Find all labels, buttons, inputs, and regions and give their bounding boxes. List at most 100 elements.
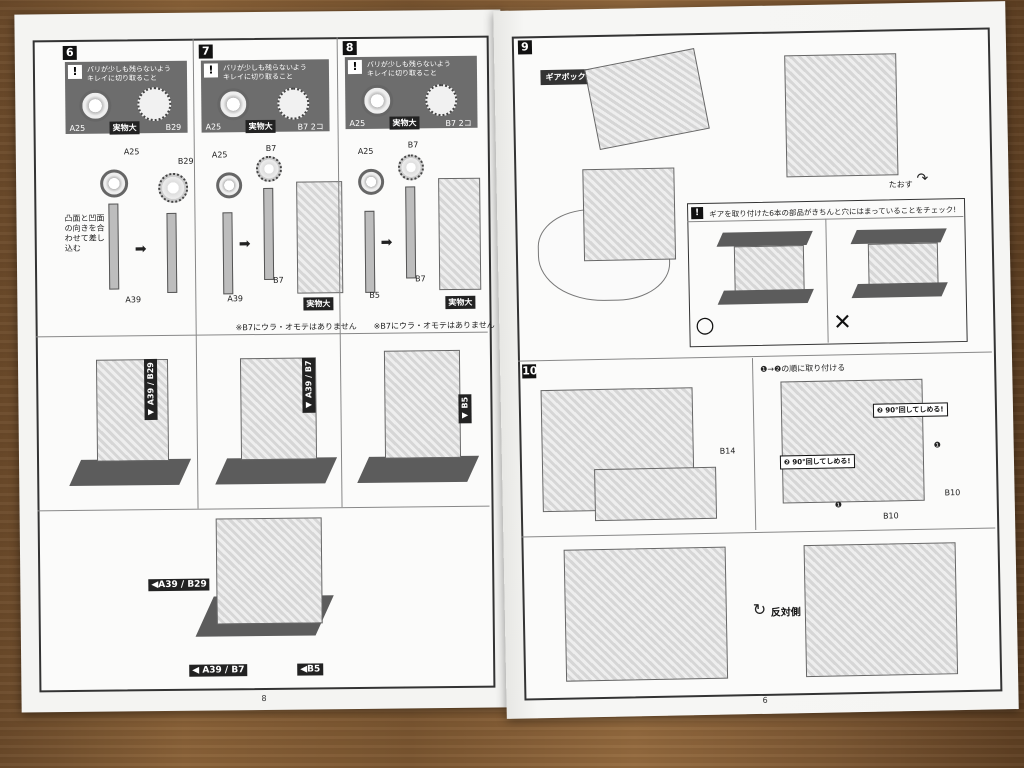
step6-assembly-drawing	[95, 358, 170, 462]
order-note: ❶→❷の順に取り付ける	[760, 363, 846, 374]
step8-shaft-label: B5	[369, 290, 380, 300]
gear-stack-drawing	[582, 167, 677, 262]
summary-callout-1: ◀A39 / B29	[148, 578, 210, 592]
step8-actual-size-2: 実物大	[445, 295, 476, 310]
b10-label-b: B10	[882, 511, 899, 521]
step-number-9: 9	[517, 40, 533, 55]
step-number-7: 7	[198, 44, 213, 59]
b14-label: B14	[719, 446, 736, 456]
step8-actual-size-drawing	[438, 177, 482, 291]
marker-2: ❶	[834, 500, 843, 510]
flip-arrow-icon: ↻	[752, 599, 767, 620]
ng-gears-drawing	[867, 242, 939, 286]
step7-gear-top: B7	[265, 143, 277, 153]
step8-gear-top: B7	[407, 140, 419, 150]
step7-note: ※B7にウラ・オモテはありません	[235, 321, 357, 333]
step7-actual-size-drawing	[296, 181, 344, 294]
b10-label-a: B10	[944, 488, 961, 498]
step7-part-b: B7 2コ	[297, 122, 324, 132]
step7-actual-size-2: 実物大	[303, 297, 334, 311]
part-b7-gear	[277, 87, 310, 120]
right-arrow-icon: ➡	[134, 241, 147, 258]
step7-tip-text: バリが少しも残らないようキレイに切り取ること	[222, 63, 307, 82]
step7-a25-drawing	[216, 172, 243, 199]
part-b7-gear	[425, 83, 458, 117]
summary-callout-2: ◀ A39 / B7	[189, 664, 248, 677]
step-number-10: 10	[522, 364, 538, 379]
left-page: 6 ! バリが少しも残らないようキレイに切り取ること A25 B29 実物大 A…	[14, 9, 508, 713]
flipped-gearbox-drawing	[784, 53, 899, 178]
ng-mark: ✕	[833, 310, 852, 336]
completed-gearbox-back	[803, 542, 959, 678]
step8-actual-size: 実物大	[389, 116, 420, 130]
flip-label: たおす	[888, 179, 913, 190]
ok-gears-drawing	[733, 245, 805, 293]
step6-part-b: B29	[165, 122, 182, 132]
completed-gearbox-front	[563, 546, 729, 682]
turn-note-2: ❷ 90°回してしめる!	[779, 454, 855, 470]
step8-note: ※B7にウラ・オモテはありません	[373, 320, 495, 331]
part-a25-ring	[79, 89, 112, 122]
step-number-6: 6	[62, 45, 77, 61]
warning-icon: !	[691, 206, 704, 220]
step8-part-b: B7 2コ	[445, 118, 472, 129]
step7-shaft	[222, 212, 234, 295]
step6-instruction: 凸面と凹面の向きを合わせて差し込む	[64, 213, 105, 254]
step6-part-a: A25	[69, 123, 86, 133]
step6-tip-box: ! バリが少しも残らないようキレイに切り取ること A25 B29 実物大	[64, 60, 188, 135]
summary-callout-3: ◀B5	[297, 663, 324, 676]
step7-mid-shaft	[263, 187, 275, 280]
step6-actual-size: 実物大	[109, 121, 140, 135]
step8-b7-top-drawing	[397, 154, 425, 181]
step6-a25-drawing	[99, 169, 129, 198]
step6-result-shaft	[166, 212, 178, 293]
warning-icon: !	[203, 63, 219, 78]
step8-assembly-a: A25	[357, 146, 374, 156]
step7-part-a: A25	[205, 122, 222, 132]
step6-assembly-a: A25	[123, 147, 140, 157]
ok-bottom-plate	[717, 288, 814, 305]
step7-base-plate	[215, 457, 338, 485]
marker-1: ❶	[933, 440, 941, 450]
step8-callout: ◀ B5	[458, 393, 472, 424]
step8-tip-text: バリが少しも残らないようキレイに切り取ること	[366, 59, 451, 78]
left-page-number: 8	[261, 693, 267, 704]
step8-gear-bottom: B7	[415, 274, 426, 284]
b14-part-drawing	[594, 466, 718, 522]
step8-part-a: A25	[349, 118, 366, 129]
step8-a25-drawing	[357, 168, 385, 195]
turn-note-1: ❷ 90°回してしめる!	[872, 402, 948, 418]
ng-bottom-plate	[851, 282, 948, 299]
step6-shaft-label: A39	[125, 295, 142, 305]
right-page-number: 6	[762, 695, 768, 705]
ok-mark: ○	[695, 312, 715, 339]
summary-assembly-drawing	[215, 517, 323, 625]
rotate-arrow-icon: ↷	[916, 170, 929, 187]
part-a25-ring	[361, 84, 394, 117]
step7-assembly-a: A25	[211, 150, 228, 160]
part-b29-gear	[137, 86, 172, 122]
gearbox-right-drawing	[780, 378, 925, 504]
step6-base-plate	[69, 458, 192, 487]
step8-assembly-drawing	[383, 349, 462, 459]
step6-b29-drawing	[158, 172, 189, 204]
opposite-side-label: 反対側	[770, 607, 801, 619]
step6-callout: ◀ A39 / B29	[143, 359, 158, 421]
step7-actual-size: 実物大	[245, 119, 276, 134]
right-arrow-icon: ➡	[238, 236, 251, 253]
right-page: 9 ギアボックス たおす ↷ ! ギアを取り付けた6本の部品がきちんと穴にはまっ…	[493, 1, 1019, 719]
step7-callout: ◀ A39 / B7	[301, 357, 316, 413]
step8-tip-box: ! バリが少しも残らないようキレイに切り取ること A25 B7 2コ 実物大	[344, 55, 478, 130]
step7-b7-top-drawing	[255, 155, 283, 183]
step7-gear-bottom: B7	[273, 275, 284, 285]
step-number-8: 8	[342, 40, 357, 56]
step6-assembly-b: B29	[177, 156, 194, 166]
step8-mid-shaft	[405, 186, 417, 279]
warning-icon: !	[347, 59, 362, 75]
step6-a39-shaft	[108, 203, 120, 290]
step8-shaft	[364, 210, 376, 293]
step7-shaft-label: A39	[227, 294, 244, 304]
part-a25-ring	[217, 88, 250, 121]
step7-tip-box: ! バリが少しも残らないようキレイに切り取ること A25 B7 2コ 実物大	[200, 59, 330, 134]
